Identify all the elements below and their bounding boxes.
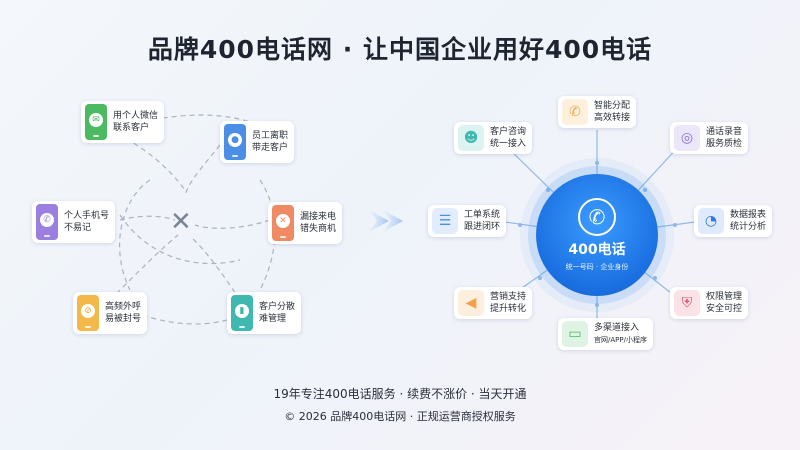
- cross-icon: ✕: [170, 207, 192, 237]
- shield-icon: ⛨: [674, 290, 700, 316]
- phone-ring-icon: ✆: [562, 99, 588, 125]
- card-line2: 难管理: [259, 314, 287, 324]
- megaphone-icon: ◀: [458, 290, 484, 316]
- card-line1: 营销支持: [490, 292, 527, 302]
- card-missed-calls: ✕ 漏接来电 错失商机: [268, 202, 343, 244]
- hub-subtitle: 统一号码 · 企业身份: [565, 263, 629, 271]
- phone-icon: ▮: [231, 295, 253, 331]
- card-line1: 多渠道接入: [594, 323, 640, 333]
- card-line2: 高效转接: [594, 113, 631, 123]
- card-line2: 不易记: [64, 223, 92, 233]
- card-line2: 安全可控: [706, 304, 743, 314]
- card-line2: 统一接入: [490, 139, 527, 149]
- hub-title: 400电话: [568, 242, 626, 258]
- card-line2: 服务质检: [706, 139, 743, 149]
- hub-400-phone: ✆ 400电话 统一号码 · 企业身份: [536, 174, 658, 296]
- card-unified-access: ☻ 客户咨询 统一接入: [454, 122, 533, 154]
- headset-icon: ◎: [674, 125, 700, 151]
- card-ticket-system: ☰ 工单系统 跟进闭环: [428, 205, 507, 237]
- card-line2: 联系客户: [113, 123, 150, 133]
- card-line1: 通话录音: [706, 127, 743, 137]
- card-call-recording: ◎ 通话录音 服务质检: [670, 122, 749, 154]
- phone-call-icon: ✆: [40, 213, 54, 227]
- card-line1: 高频外呼: [105, 302, 142, 312]
- chevron-right-icon: [369, 210, 403, 232]
- user-icon: ●: [228, 133, 242, 147]
- card-line2: 统计分析: [730, 222, 767, 232]
- card-staff-leave: ● 员工离职 带走客户: [220, 121, 295, 163]
- phone-icon: ✉: [85, 104, 107, 140]
- phone-icon: ✆: [36, 204, 58, 240]
- phone-icon: ⊘: [77, 295, 99, 331]
- card-line1: 权限管理: [706, 292, 743, 302]
- card-data-reports: ◔ 数据报表 统计分析: [694, 205, 773, 237]
- card-permissions: ⛨ 权限管理 安全可控: [670, 287, 749, 319]
- card-scattered-customers: ▮ 客户分散 难管理: [227, 292, 302, 334]
- missed-call-icon: ✕: [276, 214, 290, 228]
- card-line1: 数据报表: [730, 210, 767, 220]
- card-line2: 官网/APP/小程序: [594, 336, 647, 344]
- card-line1: 个人手机号: [64, 211, 110, 221]
- card-line1: 智能分配: [594, 101, 631, 111]
- card-line2: 提升转化: [490, 304, 527, 314]
- card-line2: 错失商机: [300, 224, 337, 234]
- clipboard-icon: ☰: [432, 208, 458, 234]
- block-icon: ⊘: [81, 304, 95, 318]
- card-smart-routing: ✆ 智能分配 高效转接: [558, 96, 637, 128]
- page-title: 品牌400电话网 · 让中国企业用好400电话: [147, 35, 653, 64]
- card-multichannel: ▭ 多渠道接入 官网/APP/小程序: [558, 318, 653, 350]
- footer-copyright: © 2026 品牌400电话网 · 正规运营商授权服务: [284, 410, 516, 423]
- card-line1: 客户咨询: [490, 127, 527, 137]
- card-wechat-contact: ✉ 用个人微信 联系客户: [81, 101, 165, 143]
- card-line1: 漏接来电: [300, 212, 337, 222]
- footer-tagline: 19年专注400电话服务 · 续费不涨价 · 当天开通: [273, 387, 527, 401]
- card-line2: 易被封号: [105, 314, 142, 324]
- users-icon: ☻: [458, 125, 484, 151]
- card-line2: 跟进闭环: [464, 222, 501, 232]
- pie-chart-icon: ◔: [698, 208, 724, 234]
- card-personal-number: ✆ 个人手机号 不易记: [32, 201, 116, 243]
- wechat-icon: ✉: [89, 113, 103, 127]
- card-line1: 客户分散: [259, 302, 296, 312]
- bar-chart-icon: ▮: [235, 304, 249, 318]
- card-outbound-blocked: ⊘ 高频外呼 易被封号: [73, 292, 148, 334]
- card-line1: 用个人微信: [113, 111, 159, 121]
- phone-handset-icon: ✆: [578, 198, 616, 236]
- phone-icon: ●: [224, 124, 246, 160]
- card-marketing: ◀ 营销支持 提升转化: [454, 287, 533, 319]
- phone-icon: ✕: [272, 205, 294, 241]
- monitor-icon: ▭: [562, 321, 588, 347]
- card-line2: 带走客户: [252, 143, 289, 153]
- card-line1: 工单系统: [464, 210, 501, 220]
- card-line1: 员工离职: [252, 131, 289, 141]
